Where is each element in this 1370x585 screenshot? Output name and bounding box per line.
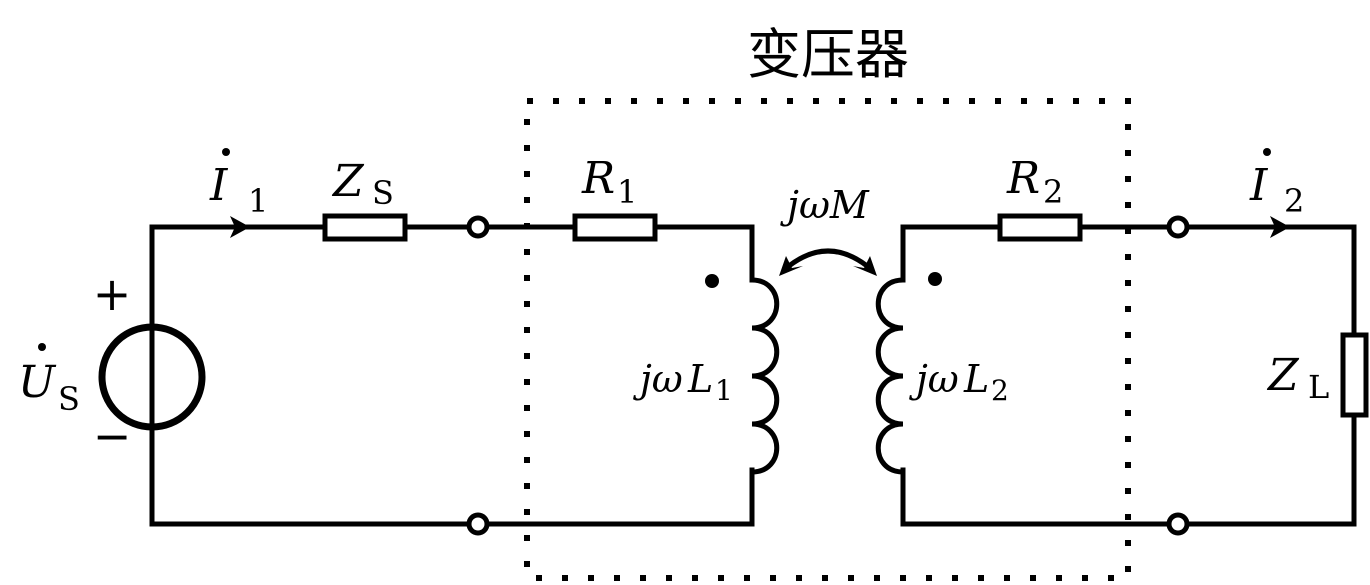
- l1-symbol: L: [687, 357, 713, 401]
- transformer-boundary: [524, 98, 1131, 581]
- mutual-arrow-right: [853, 256, 877, 276]
- l1-subscript: 1: [715, 374, 733, 407]
- current-arrow-i1: [230, 216, 250, 238]
- i2-subscript: 2: [1284, 182, 1304, 220]
- r1-symbol: R: [581, 153, 615, 204]
- l2-label: jω L 2: [909, 357, 1009, 407]
- r2-resistor: [997, 213, 1083, 242]
- r1-label: R 1: [581, 153, 637, 211]
- zs-label: Z S: [331, 156, 394, 212]
- mutual-arrow-left: [779, 256, 803, 276]
- secondary-loop: [900, 224, 1357, 527]
- l2-symbol: L: [963, 357, 989, 401]
- current-label-i1: I 1: [209, 148, 268, 220]
- zl-label: Z L: [1266, 350, 1329, 406]
- plus-sign: +: [93, 267, 132, 321]
- minus-sign: −: [93, 409, 132, 463]
- r2-subscript: 2: [1043, 173, 1063, 211]
- current-arrow-i2: [1270, 216, 1290, 238]
- source-label: U S: [18, 343, 80, 418]
- zl-symbol: Z: [1266, 350, 1300, 401]
- l1-label: jω L 1: [633, 357, 733, 407]
- zl-resistor: [1340, 332, 1369, 418]
- primary-coil-icon: [749, 277, 780, 475]
- r1-subscript: 1: [617, 173, 637, 211]
- terminal-secondary-bottom: [1166, 512, 1190, 536]
- terminal-primary-bottom: [466, 512, 490, 536]
- terminal-primary-top: [466, 215, 490, 239]
- mutual-inductance-label: jωM: [780, 183, 870, 227]
- transformer-title: 变压器: [747, 23, 909, 86]
- phasor-dot: [222, 148, 230, 156]
- mutual-coupling-arc: [782, 248, 874, 272]
- secondary-coil-icon: [875, 277, 906, 475]
- zs-resistor: [322, 213, 408, 242]
- source-subscript: S: [58, 380, 80, 418]
- source-symbol: U: [18, 357, 57, 408]
- terminal-secondary-top: [1166, 215, 1190, 239]
- r2-symbol: R: [1006, 153, 1040, 204]
- i2-symbol: I: [1249, 160, 1269, 211]
- current-label-i2: I 2: [1249, 148, 1304, 220]
- r1-resistor: [572, 213, 658, 242]
- zs-subscript: S: [372, 174, 394, 212]
- primary-polarity-dot: [705, 274, 719, 288]
- l2-prefix: jω: [909, 357, 959, 401]
- l1-prefix: jω: [633, 357, 683, 401]
- l2-subscript: 2: [991, 374, 1009, 407]
- phasor-dot: [38, 343, 46, 351]
- phasor-dot: [1263, 148, 1271, 156]
- secondary-polarity-dot: [928, 272, 942, 286]
- i1-symbol: I: [209, 160, 229, 211]
- zl-subscript: L: [1308, 368, 1329, 406]
- zs-symbol: Z: [331, 156, 365, 207]
- r2-label: R 2: [1006, 153, 1063, 211]
- i1-subscript: 1: [248, 182, 268, 220]
